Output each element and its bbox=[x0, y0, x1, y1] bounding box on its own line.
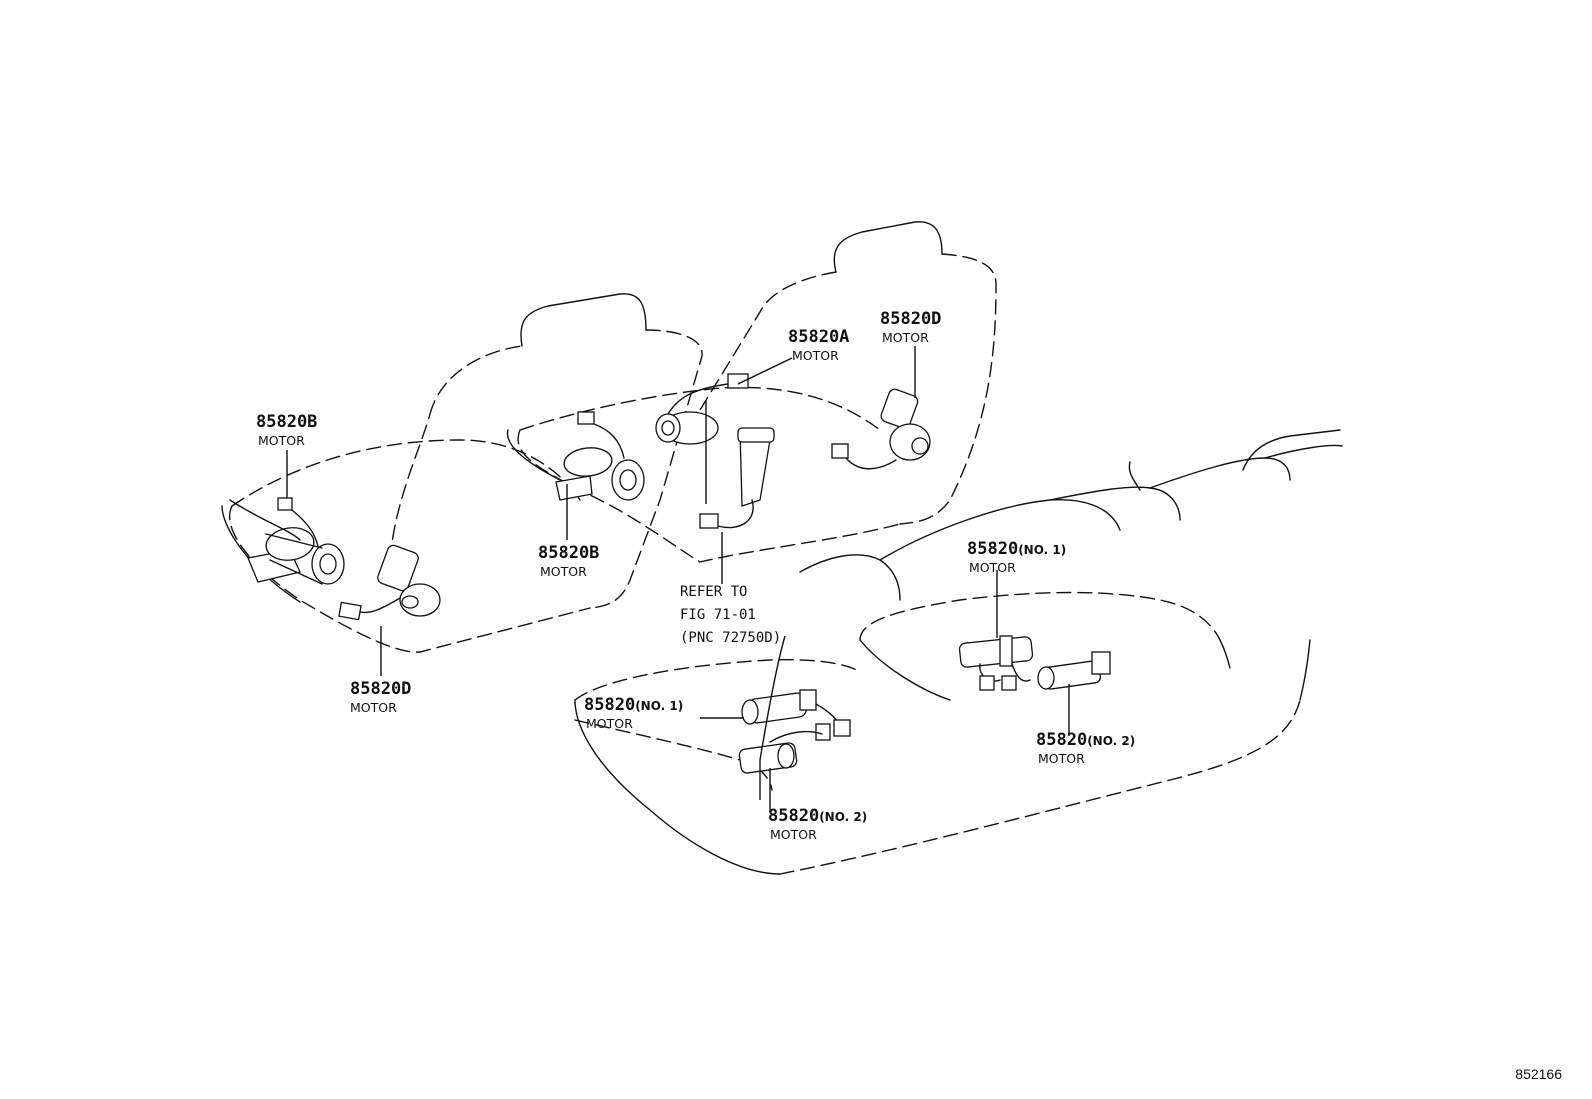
motor-mid-a bbox=[655, 373, 775, 529]
part-suffix: (NO. 2) bbox=[1087, 734, 1135, 748]
part-number: 85820 bbox=[584, 695, 635, 715]
svg-text:85820A: 85820A bbox=[788, 327, 849, 347]
part-name: MOTOR bbox=[969, 560, 1016, 575]
callout-mid-a: 85820A MOTOR bbox=[788, 327, 849, 363]
part-name: MOTOR bbox=[770, 827, 817, 842]
motor-rear-left bbox=[738, 689, 851, 774]
callout-left-d: 85820D MOTOR bbox=[350, 679, 411, 715]
motor-mid-back bbox=[831, 388, 931, 470]
callout-rear-right-no1: 85820(NO. 1) MOTOR bbox=[967, 539, 1066, 575]
front-left-seat-outline bbox=[221, 293, 703, 653]
svg-text:85820(NO. 1): 85820(NO. 1) bbox=[967, 539, 1066, 559]
part-name: MOTOR bbox=[1038, 751, 1085, 766]
motor-rear-right bbox=[958, 635, 1111, 691]
part-suffix: (NO. 1) bbox=[635, 699, 683, 713]
part-suffix: (NO. 2) bbox=[819, 810, 867, 824]
part-number: 85820D bbox=[350, 679, 411, 699]
part-name: MOTOR bbox=[258, 433, 305, 448]
part-suffix: (NO. 1) bbox=[1018, 543, 1066, 557]
svg-text:85820B: 85820B bbox=[256, 412, 317, 432]
part-name: MOTOR bbox=[586, 716, 633, 731]
front-right-seat-outline bbox=[506, 221, 997, 563]
callout-rear-left-no2: 85820(NO. 2) MOTOR bbox=[768, 806, 867, 842]
leader-lines bbox=[286, 346, 1070, 812]
callout-rear-right-no2: 85820(NO. 2) MOTOR bbox=[1036, 730, 1135, 766]
motor-left-back bbox=[338, 544, 441, 621]
callout-left-b: 85820B MOTOR bbox=[256, 412, 317, 448]
part-name: MOTOR bbox=[350, 700, 397, 715]
callout-rear-left-no1: 85820(NO. 1) MOTOR bbox=[584, 695, 683, 731]
part-number: 85820 bbox=[967, 539, 1018, 559]
reference-line-3: (PNC 72750D) bbox=[680, 630, 781, 646]
part-number: 85820 bbox=[768, 806, 819, 826]
reference-note: REFER TO FIG 71-01 (PNC 72750D) bbox=[680, 584, 781, 646]
part-number: 85820B bbox=[256, 412, 317, 432]
svg-text:85820B: 85820B bbox=[538, 543, 599, 563]
svg-text:85820(NO. 2): 85820(NO. 2) bbox=[1036, 730, 1135, 750]
motor-left-cushion bbox=[229, 497, 345, 585]
part-number: 85820B bbox=[538, 543, 599, 563]
svg-text:85820D: 85820D bbox=[350, 679, 411, 699]
part-number: 85820A bbox=[788, 327, 849, 347]
part-number: 85820 bbox=[1036, 730, 1087, 750]
svg-text:85820D: 85820D bbox=[880, 309, 941, 329]
part-name: MOTOR bbox=[882, 330, 929, 345]
callout-mid-d: 85820D MOTOR bbox=[880, 309, 941, 345]
part-name: MOTOR bbox=[792, 348, 839, 363]
svg-text:85820(NO. 2): 85820(NO. 2) bbox=[768, 806, 867, 826]
svg-text:85820(NO. 1): 85820(NO. 1) bbox=[584, 695, 683, 715]
part-number: 85820D bbox=[880, 309, 941, 329]
motor-mid-cushion bbox=[555, 411, 645, 501]
callout-mid-b: 85820B MOTOR bbox=[538, 543, 599, 579]
rear-bench-outline bbox=[574, 429, 1343, 875]
figure-id: 852166 bbox=[1515, 1066, 1562, 1082]
reference-line-2: FIG 71-01 bbox=[680, 607, 756, 623]
reference-line-1: REFER TO bbox=[680, 584, 747, 600]
part-name: MOTOR bbox=[540, 564, 587, 579]
